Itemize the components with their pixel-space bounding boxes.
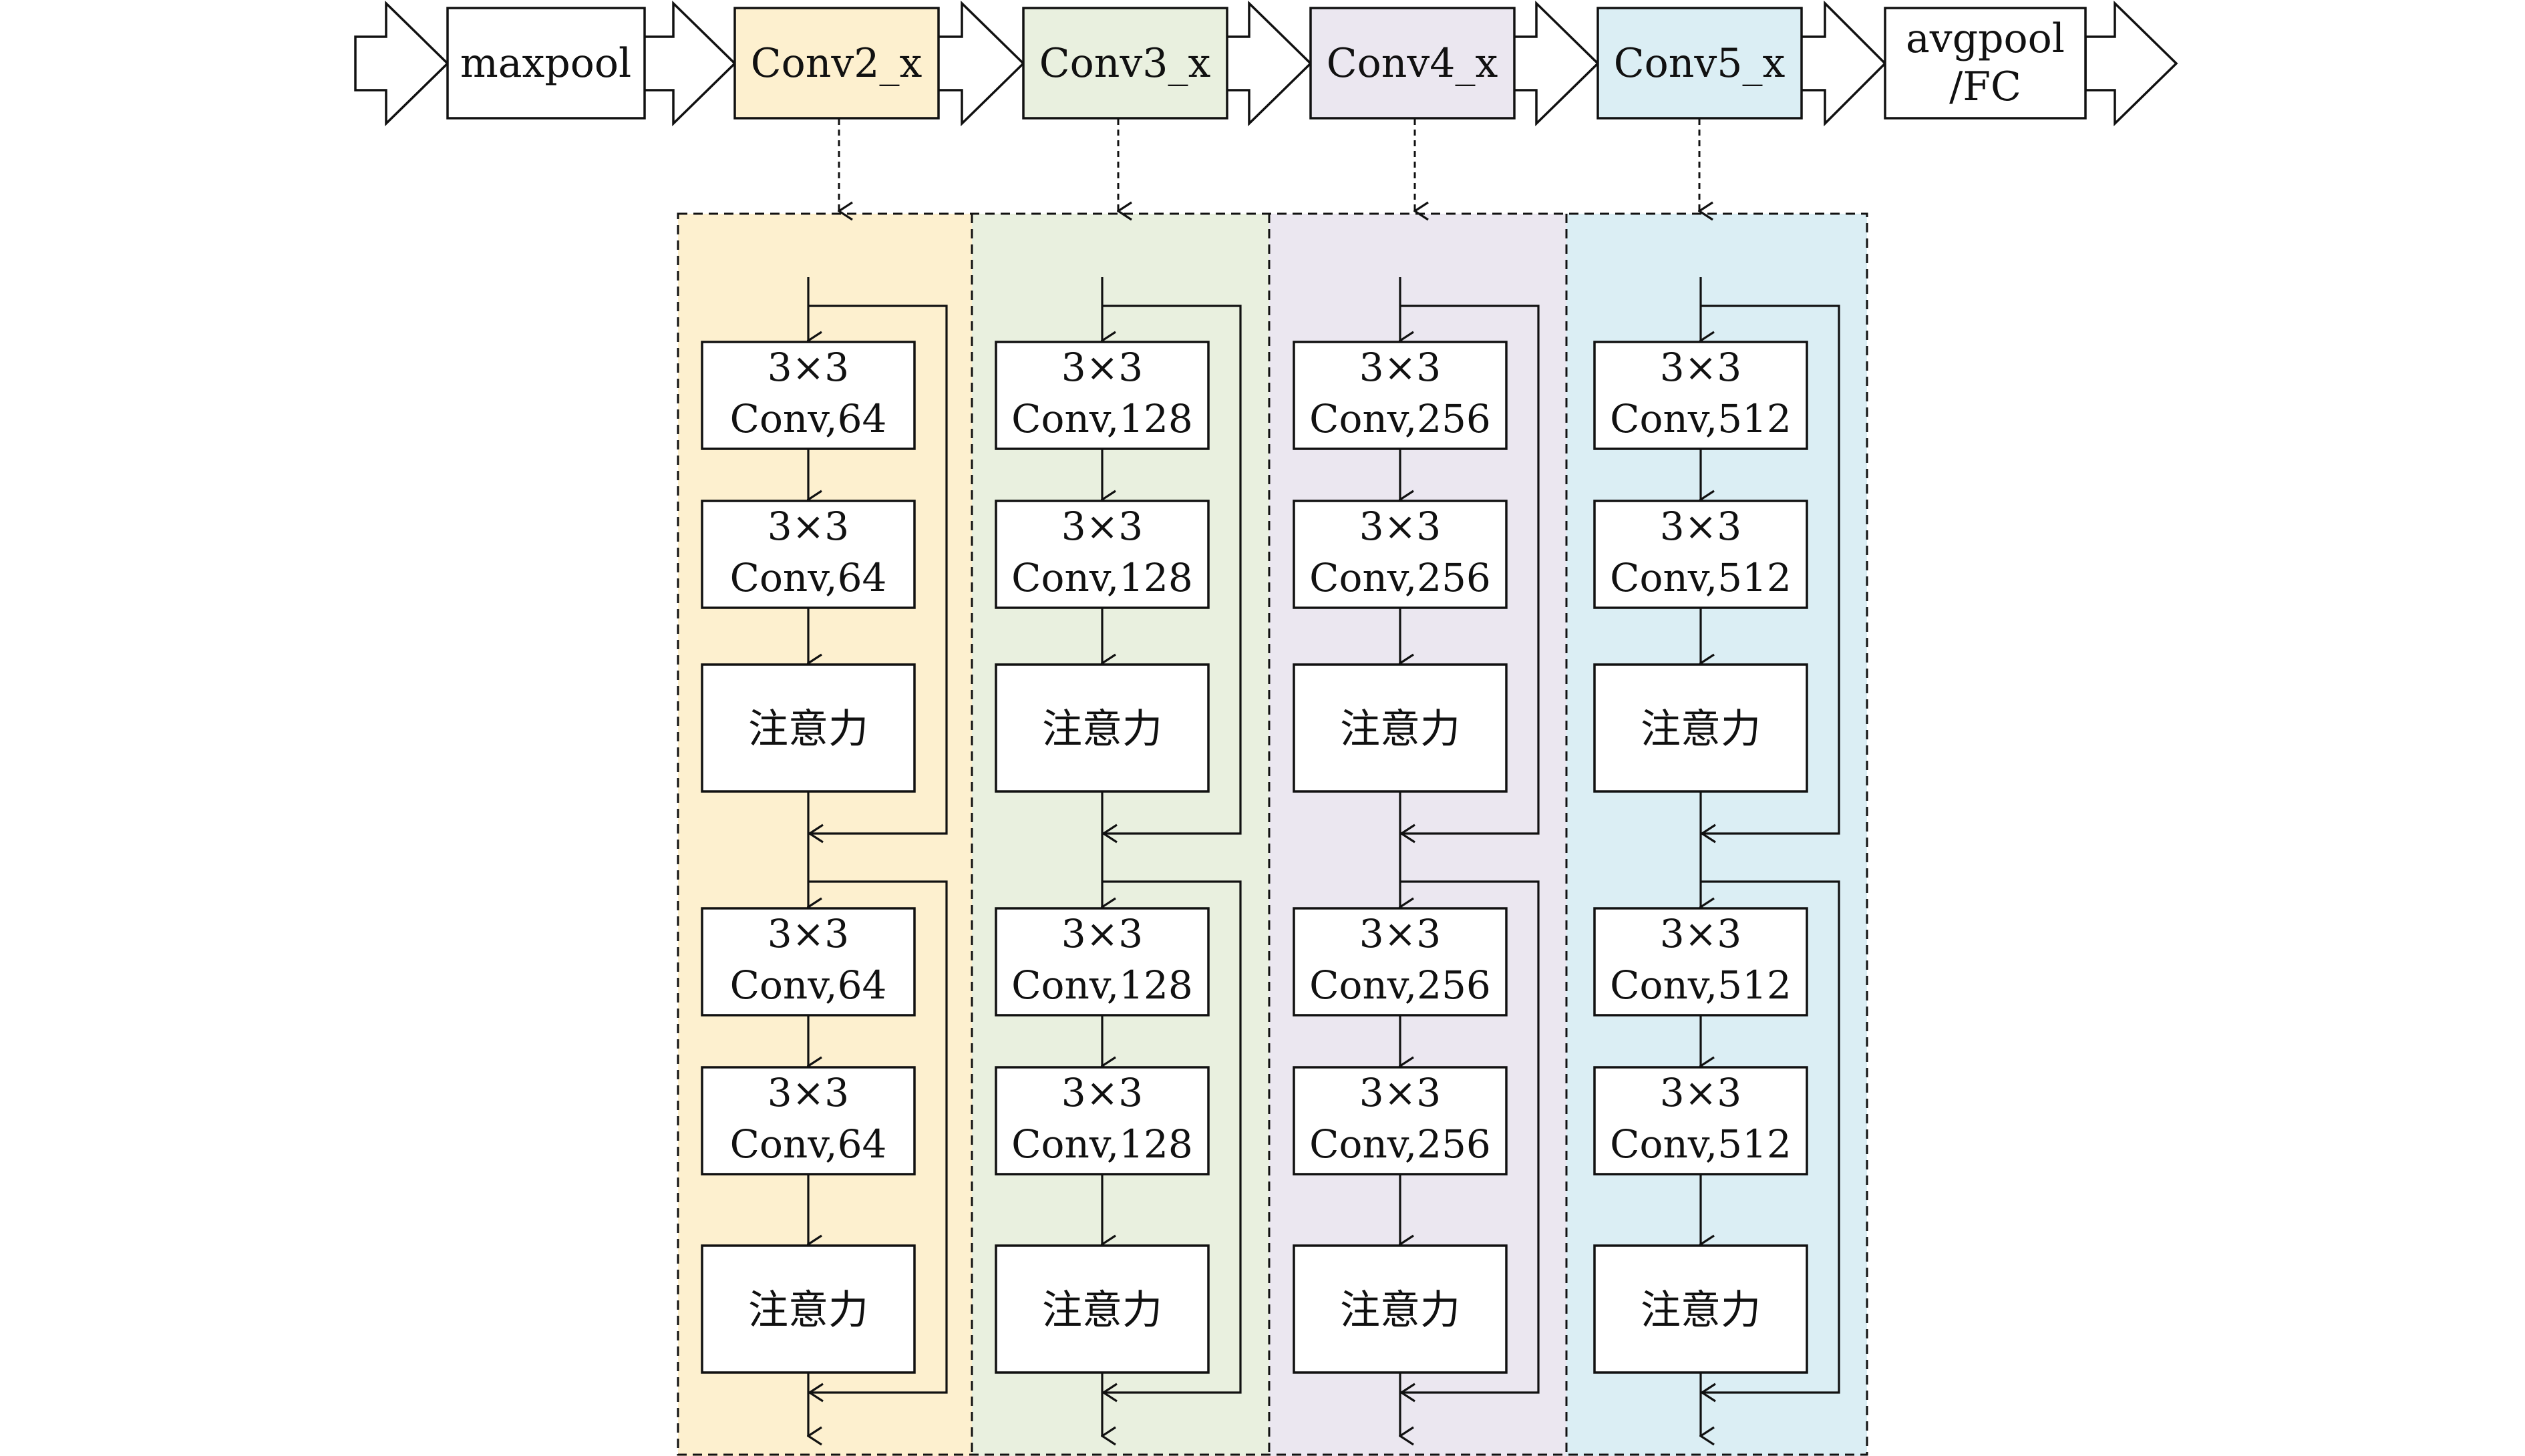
skip-connection bbox=[1400, 880, 1540, 1393]
conv-block bbox=[701, 907, 916, 1017]
flow-arrow bbox=[1800, 0, 1887, 127]
column-conv5_x: 3×3Conv,5123×3Conv,512注意力3×3Conv,5123×3C… bbox=[1593, 277, 1840, 1436]
conv-kernel-label: 3×3 bbox=[1061, 1070, 1143, 1115]
attention-label: 注意力 bbox=[1641, 706, 1761, 753]
attention-block bbox=[995, 663, 1210, 793]
stage-label: Conv4_x bbox=[1327, 40, 1498, 87]
conv-kernel-label: 3×3 bbox=[1061, 504, 1143, 549]
flow-arrow bbox=[354, 0, 450, 127]
conv-block bbox=[1593, 1066, 1808, 1175]
flow-arrow bbox=[1224, 0, 1313, 127]
column-conv2_x: 3×3Conv,643×3Conv,64注意力3×3Conv,643×3Conv… bbox=[701, 277, 948, 1436]
skip-connection bbox=[808, 305, 948, 834]
stage-conv2 bbox=[733, 7, 940, 120]
stage-maxpool bbox=[446, 7, 646, 120]
conv-channels-label: Conv,128 bbox=[1011, 396, 1193, 441]
attention-label: 注意力 bbox=[1042, 1287, 1162, 1334]
stage-conv3 bbox=[1022, 7, 1228, 120]
stage-connectors bbox=[839, 119, 1699, 211]
stage-label: avgpool bbox=[1906, 15, 2065, 62]
conv-channels-label: Conv,128 bbox=[1011, 555, 1193, 600]
conv-kernel-label: 3×3 bbox=[768, 1070, 849, 1115]
column-conv3_x: 3×3Conv,1283×3Conv,128注意力3×3Conv,1283×3C… bbox=[995, 277, 1242, 1436]
attention-label: 注意力 bbox=[1340, 1287, 1460, 1334]
attention-label: 注意力 bbox=[748, 706, 868, 753]
conv-channels-label: Conv,64 bbox=[730, 396, 887, 441]
conv-block bbox=[701, 500, 916, 609]
conv-kernel-label: 3×3 bbox=[1061, 345, 1143, 390]
attention-label: 注意力 bbox=[1340, 706, 1460, 753]
conv-channels-label: Conv,256 bbox=[1309, 962, 1491, 1008]
skip-connection bbox=[808, 880, 948, 1393]
stage-label: maxpool bbox=[460, 40, 631, 87]
conv-kernel-label: 3×3 bbox=[1359, 911, 1441, 956]
conv-block bbox=[1593, 500, 1808, 609]
conv-kernel-label: 3×3 bbox=[768, 504, 849, 549]
conv-kernel-label: 3×3 bbox=[1359, 1070, 1441, 1115]
flow-arrow bbox=[1511, 0, 1600, 127]
conv-kernel-label: 3×3 bbox=[1359, 345, 1441, 390]
conv-channels-label: Conv,512 bbox=[1610, 1121, 1792, 1167]
attention-label: 注意力 bbox=[1641, 1287, 1761, 1334]
conv-kernel-label: 3×3 bbox=[1660, 1070, 1741, 1115]
conv-block bbox=[995, 907, 1210, 1017]
stage-label: Conv2_x bbox=[751, 40, 922, 87]
conv-block bbox=[1293, 341, 1508, 450]
conv-channels-label: Conv,256 bbox=[1309, 396, 1491, 441]
conv-block bbox=[995, 341, 1210, 450]
attention-label: 注意力 bbox=[1042, 706, 1162, 753]
conv-block bbox=[1593, 341, 1808, 450]
column-conv4_x: 3×3Conv,2563×3Conv,256注意力3×3Conv,2563×3C… bbox=[1293, 277, 1540, 1436]
conv-kernel-label: 3×3 bbox=[768, 911, 849, 956]
attention-block bbox=[1593, 1244, 1808, 1374]
conv-kernel-label: 3×3 bbox=[1061, 911, 1143, 956]
conv-channels-label: Conv,128 bbox=[1011, 962, 1193, 1008]
stage-label: Conv5_x bbox=[1614, 40, 1786, 87]
attention-block bbox=[1293, 663, 1508, 793]
skip-connection bbox=[1400, 305, 1540, 834]
skip-connection bbox=[1102, 305, 1242, 834]
flow-arrow bbox=[641, 0, 737, 127]
conv-block bbox=[701, 341, 916, 450]
conv-channels-label: Conv,64 bbox=[730, 1121, 887, 1167]
conv-block bbox=[701, 1066, 916, 1175]
conv-kernel-label: 3×3 bbox=[768, 345, 849, 390]
conv-channels-label: Conv,512 bbox=[1610, 555, 1792, 600]
stage-conv5 bbox=[1596, 7, 1803, 120]
skip-connection bbox=[1701, 880, 1840, 1393]
conv-channels-label: Conv,512 bbox=[1610, 396, 1792, 441]
attention-block bbox=[1593, 663, 1808, 793]
conv-kernel-label: 3×3 bbox=[1660, 911, 1741, 956]
conv-channels-label: Conv,512 bbox=[1610, 962, 1792, 1008]
conv-kernel-label: 3×3 bbox=[1660, 345, 1741, 390]
conv-channels-label: Conv,64 bbox=[730, 555, 887, 600]
flow-arrow bbox=[934, 0, 1025, 127]
conv-kernel-label: 3×3 bbox=[1359, 504, 1441, 549]
stage-row bbox=[446, 7, 2087, 120]
attention-label: 注意力 bbox=[748, 1287, 868, 1334]
conv-channels-label: Conv,64 bbox=[730, 962, 887, 1008]
conv-channels-label: Conv,128 bbox=[1011, 1121, 1193, 1167]
conv-block bbox=[1293, 907, 1508, 1017]
attention-block bbox=[1293, 1244, 1508, 1374]
stage-label: /FC bbox=[1949, 63, 2021, 110]
skip-connection bbox=[1102, 880, 1242, 1393]
conv-block bbox=[1293, 500, 1508, 609]
stage-avgpool-fc bbox=[1884, 7, 2087, 120]
conv-block bbox=[995, 1066, 1210, 1175]
conv-channels-label: Conv,256 bbox=[1309, 1121, 1491, 1167]
conv-block bbox=[1293, 1066, 1508, 1175]
flow-arrows bbox=[354, 0, 2178, 127]
conv-channels-label: Conv,256 bbox=[1309, 555, 1491, 600]
flow-arrow bbox=[2084, 0, 2178, 127]
skip-connection bbox=[1701, 305, 1840, 834]
stage-label: Conv3_x bbox=[1039, 40, 1211, 87]
stage-conv4 bbox=[1309, 7, 1516, 120]
conv-kernel-label: 3×3 bbox=[1660, 504, 1741, 549]
